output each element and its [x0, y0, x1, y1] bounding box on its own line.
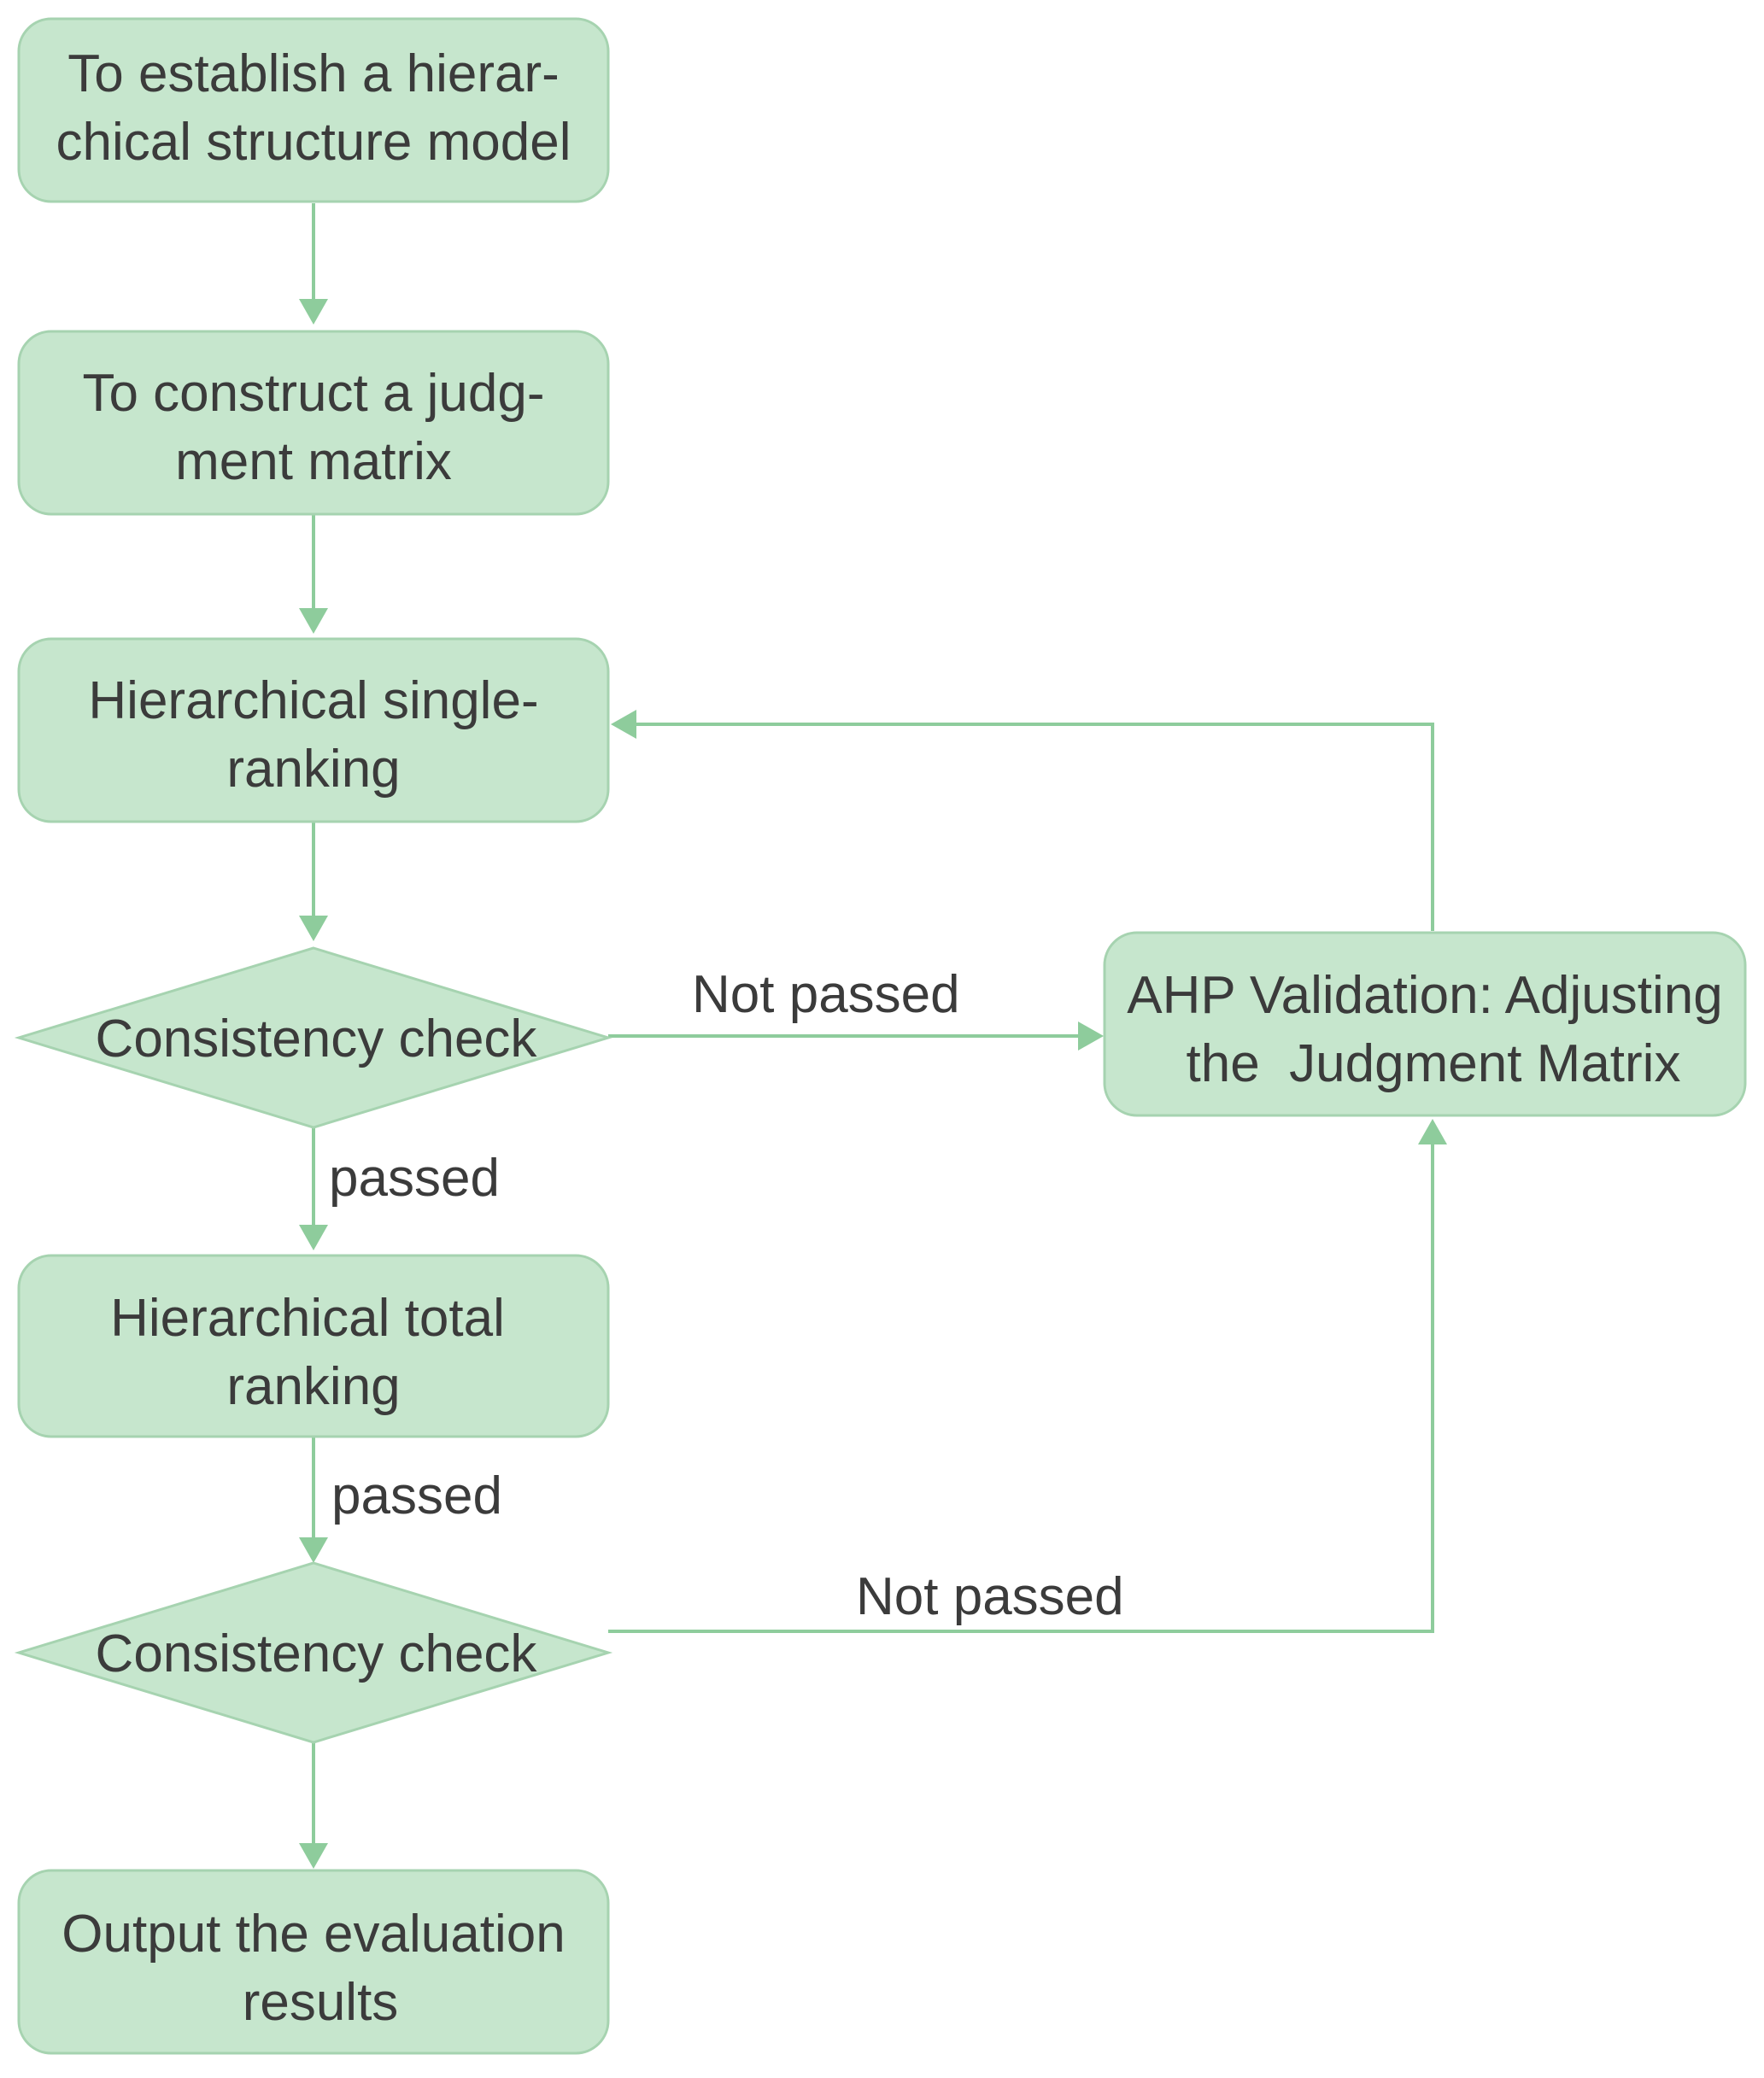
node-output-results: Output the evaluation results: [17, 1869, 610, 2055]
node-consistency-check-2: Consistency check: [14, 1561, 613, 1744]
arrowhead-single-right: [611, 710, 636, 739]
arrowhead-ahp-bottom: [1418, 1119, 1447, 1144]
node-single-ranking-line1: Hierarchical single-: [88, 671, 538, 730]
node-establish-model-line2: chical structure model: [56, 113, 571, 172]
node-consistency-check-2-label: Consistency check: [96, 1624, 538, 1683]
node-single-ranking: Hierarchical single- ranking: [17, 637, 610, 823]
node-total-ranking-line1: Hierarchical total: [110, 1289, 505, 1348]
node-construct-matrix-line1: To construct a judg-: [82, 364, 544, 423]
arrowhead-single: [299, 608, 328, 634]
node-construct-matrix-line2: ment matrix: [175, 432, 452, 491]
node-output-results-line2: results: [243, 1973, 399, 2032]
edge-check2-to-ahp: [608, 1144, 1434, 1633]
node-ahp-validation: AHP Validation: Adjusting the Judgment M…: [1103, 931, 1747, 1117]
node-ahp-validation-line1: AHP Validation: Adjusting: [1127, 966, 1722, 1025]
arrowhead-total: [299, 1225, 328, 1250]
node-establish-model: To establish a hierar- chical structure …: [17, 17, 610, 203]
arrowhead-check1: [299, 916, 328, 941]
node-consistency-check-1-label: Consistency check: [96, 1010, 538, 1068]
node-ahp-validation-line2: the Judgment Matrix: [1187, 1034, 1681, 1093]
node-consistency-check-1: Consistency check: [14, 946, 613, 1129]
node-construct-matrix: To construct a judg- ment matrix: [17, 330, 610, 516]
arrowhead-output: [299, 1843, 328, 1869]
edge-label-check1-not-passed: Not passed: [692, 965, 960, 1024]
arrowhead-check2: [299, 1537, 328, 1563]
node-total-ranking-line2: ranking: [226, 1357, 400, 1416]
edge-label-check2-not-passed: Not passed: [856, 1567, 1124, 1626]
node-total-ranking: Hierarchical total ranking: [17, 1254, 610, 1438]
arrowhead-ahp-left: [1078, 1021, 1104, 1051]
edge-ahp-to-single: [636, 723, 1434, 931]
node-output-results-line1: Output the evaluation: [62, 1905, 565, 1964]
edge-label-check1-passed: passed: [329, 1149, 500, 1208]
node-establish-model-line1: To establish a hierar-: [67, 44, 560, 103]
edge-label-total-passed: passed: [331, 1466, 502, 1525]
arrowhead-construct: [299, 299, 328, 325]
node-single-ranking-line2: ranking: [226, 740, 400, 799]
